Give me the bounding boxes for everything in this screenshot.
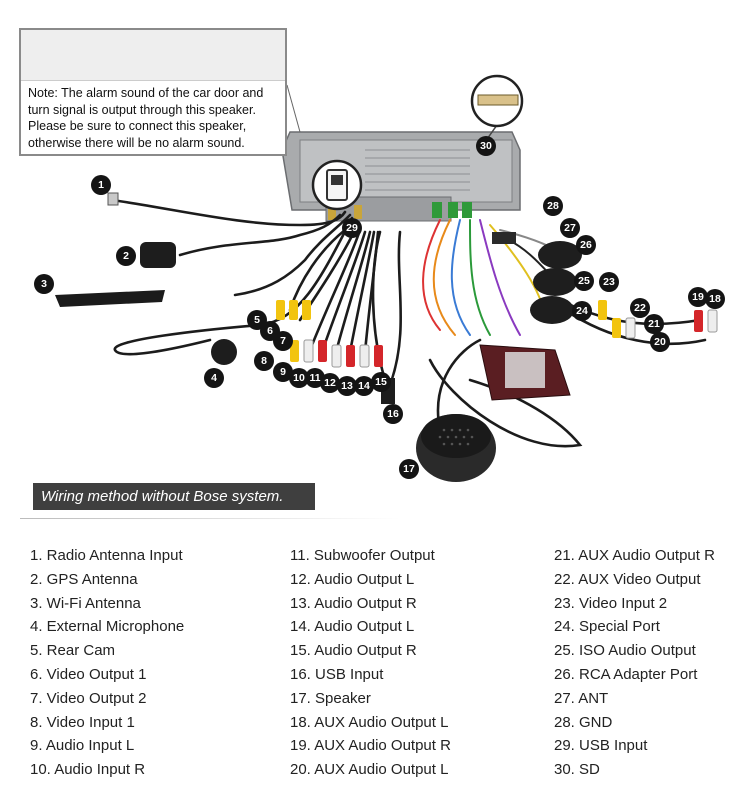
legend-item: 11. Subwoofer Output — [290, 547, 435, 564]
callout-30: 30 — [476, 136, 496, 156]
legend-item: 28. GND — [554, 713, 613, 731]
callout-4: 4 — [204, 368, 224, 388]
callout-17: 17 — [399, 459, 419, 479]
legend-item: 30. SD — [554, 761, 600, 779]
legend-item: 22. AUX Video Output — [554, 570, 701, 588]
radio-antenna-plug — [107, 192, 119, 206]
callout-8: 8 — [254, 351, 274, 371]
callout-24: 24 — [572, 301, 592, 321]
usb-magnifier — [311, 159, 363, 211]
callout-7: 7 — [273, 331, 293, 351]
legend-item: 17. Speaker — [290, 689, 371, 707]
callout-26: 26 — [576, 235, 596, 255]
legend-item: 8. Video Input 1 — [30, 713, 135, 731]
callout-28: 28 — [543, 196, 563, 216]
gps-puck — [140, 242, 176, 268]
legend-item: 5. Rear Cam — [30, 642, 116, 660]
wiring-method-banner: Wiring method without Bose system. — [33, 483, 315, 510]
legend-item: 16. USB Input — [290, 665, 384, 683]
legend-item: 6. Video Output 1 — [30, 665, 147, 683]
callout-1: 1 — [91, 175, 111, 195]
legend-item: 1. Radio Antenna Input — [30, 547, 183, 564]
callout-18: 18 — [705, 289, 725, 309]
callout-21: 21 — [644, 314, 664, 334]
legend-item: 4. External Microphone — [30, 618, 185, 636]
callout-20: 20 — [650, 332, 670, 352]
divider — [20, 518, 400, 519]
legend-column-1: 1. Radio Antenna Input 2. GPS Antenna 3.… — [30, 544, 184, 782]
legend-item: 27. ANT — [554, 689, 609, 707]
speaker — [416, 414, 496, 482]
connector-photo — [21, 30, 285, 81]
callout-15: 15 — [371, 372, 391, 392]
callout-22: 22 — [630, 298, 650, 318]
callout-3: 3 — [34, 274, 54, 294]
legend-item: 29. USB Input — [554, 737, 648, 755]
legend-item: 20. AUX Audio Output L — [290, 761, 449, 779]
special-port-connectors — [492, 232, 582, 324]
wifi-antenna — [55, 290, 165, 307]
microphone — [211, 339, 237, 365]
legend-column-2: 11. Subwoofer Output 12. Audio Output L … — [290, 544, 451, 782]
callout-16: 16 — [383, 404, 403, 424]
callout-9: 9 — [273, 362, 293, 382]
callout-25: 25 — [574, 271, 594, 291]
legend-item: 15. Audio Output R — [290, 642, 417, 660]
legend-item: 24. Special Port — [554, 618, 660, 636]
legend-item: 19. AUX Audio Output R — [290, 737, 451, 755]
legend-item: 23. Video Input 2 — [554, 594, 668, 612]
legend-item: 18. AUX Audio Output L — [290, 713, 449, 731]
alarm-speaker-note: Note: The alarm sound of the car door an… — [19, 28, 287, 156]
legend-item: 26. RCA Adapter Port — [554, 665, 698, 683]
callout-23: 23 — [599, 272, 619, 292]
callout-29: 29 — [342, 218, 362, 238]
callout-19: 19 — [688, 287, 708, 307]
legend-item: 25. ISO Audio Output — [554, 642, 696, 660]
legend-item: 9. Audio Input L — [30, 737, 135, 755]
callout-13: 13 — [337, 376, 357, 396]
legend-item: 10. Audio Input R — [30, 761, 146, 779]
legend-item: 2. GPS Antenna — [30, 570, 138, 588]
legend-item: 21. AUX Audio Output R — [554, 547, 715, 564]
legend-column-3: 21. AUX Audio Output R 22. AUX Video Out… — [554, 544, 715, 782]
wiring-illustration — [21, 42, 718, 482]
callout-10: 10 — [289, 368, 309, 388]
legend-item: 13. Audio Output R — [290, 594, 417, 612]
legend-item: 3. Wi-Fi Antenna — [30, 594, 141, 612]
legend-item: 14. Audio Output L — [290, 618, 415, 636]
note-leader-line — [286, 84, 301, 133]
legend-item: 12. Audio Output L — [290, 570, 415, 588]
cables — [110, 198, 707, 448]
callout-2: 2 — [116, 246, 136, 266]
callout-12: 12 — [320, 373, 340, 393]
canbus-box — [479, 344, 571, 401]
callout-14: 14 — [354, 376, 374, 396]
legend-item: 7. Video Output 2 — [30, 689, 147, 707]
callout-27: 27 — [560, 218, 580, 238]
note-text: Note: The alarm sound of the car door an… — [28, 86, 264, 150]
rca-plugs — [276, 300, 718, 368]
